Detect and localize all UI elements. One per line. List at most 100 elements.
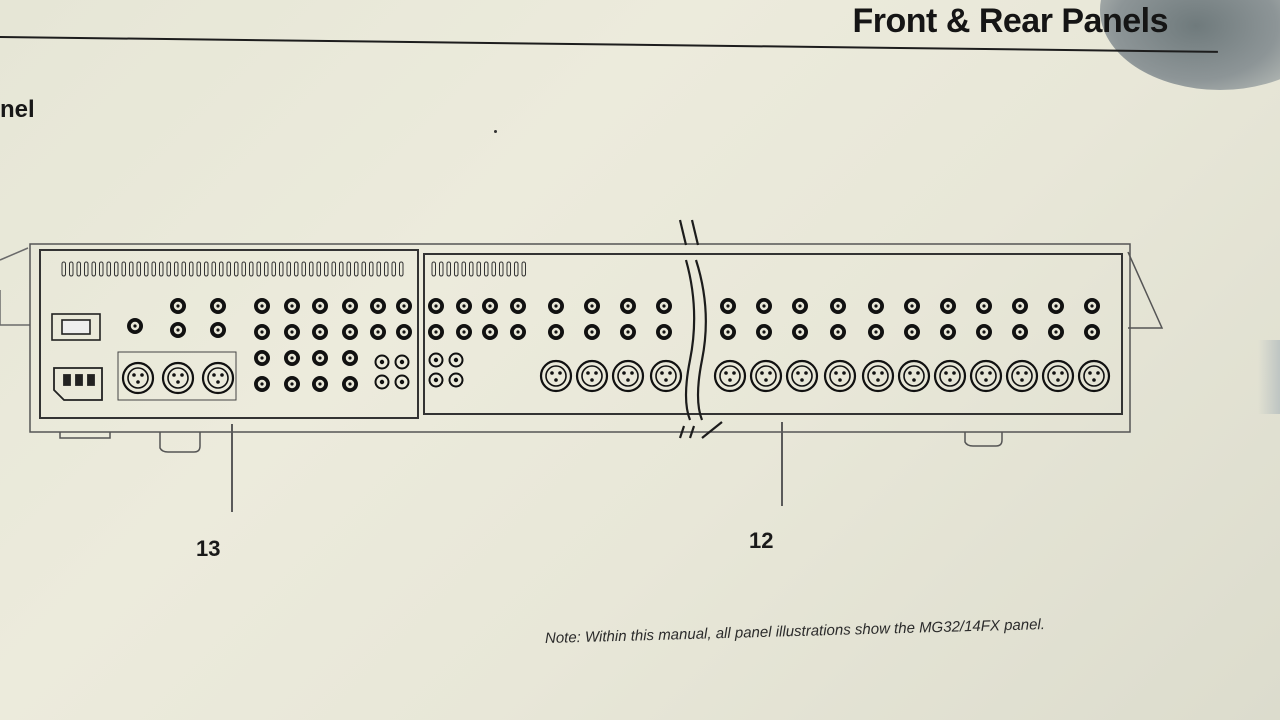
- vent-slot: [399, 261, 404, 277]
- phone-jack-icon: [510, 298, 526, 314]
- phone-jack-icon: [396, 298, 412, 314]
- phone-jack-icon: [254, 324, 270, 340]
- phone-jack-icon: [342, 350, 358, 366]
- vent-slot: [136, 261, 141, 277]
- xlr-connector-icon: [1005, 359, 1039, 393]
- phone-jack-icon: [396, 324, 412, 340]
- xlr-connector-icon: [861, 359, 895, 393]
- phone-jack-icon: [170, 322, 186, 338]
- phone-jack-icon: [482, 324, 498, 340]
- phone-jack-icon: [210, 298, 226, 314]
- print-speck: [494, 130, 497, 133]
- phone-jack-icon: [510, 324, 526, 340]
- vent-slot: [286, 261, 291, 277]
- phone-jack-icon: [830, 298, 846, 314]
- xlr-group-frame: [117, 351, 237, 401]
- xlr-connector-icon: [969, 359, 1003, 393]
- phone-jack-icon: [127, 318, 143, 334]
- phone-jack-icon: [940, 298, 956, 314]
- vent-slot: [506, 261, 511, 277]
- vent-slot: [256, 261, 261, 277]
- xlr-connector-icon: [785, 359, 819, 393]
- xlr-connector-icon: [713, 359, 747, 393]
- vent-slot: [226, 261, 231, 277]
- xlr-connector-icon: [575, 359, 609, 393]
- vent-slot: [144, 261, 149, 277]
- phone-jack-icon: [868, 298, 884, 314]
- phone-jack-icon: [904, 298, 920, 314]
- xlr-connector-icon: [1077, 359, 1111, 393]
- phone-jack-icon: [756, 298, 772, 314]
- callout-number-13: 13: [196, 536, 221, 561]
- vent-slot: [309, 261, 314, 277]
- phone-jack-icon: [940, 324, 956, 340]
- vent-slot: [491, 261, 496, 277]
- vent-slot: [271, 261, 276, 277]
- vent-slot: [189, 261, 194, 277]
- vent-slot: [384, 261, 389, 277]
- phone-jack-icon: [1084, 298, 1100, 314]
- phone-jack-icon: [1012, 324, 1028, 340]
- phone-jack-icon: [456, 324, 472, 340]
- phone-jack-icon: [284, 376, 300, 392]
- phone-jack-icon: [1048, 324, 1064, 340]
- xlr-connector-icon: [539, 359, 573, 393]
- vent-slot: [339, 261, 344, 277]
- vent-slot: [159, 261, 164, 277]
- vent-slot: [461, 261, 466, 277]
- vent-slot: [446, 261, 451, 277]
- xlr-connector-icon: [649, 359, 683, 393]
- xlr-connector-icon: [161, 361, 195, 395]
- phone-jack-icon: [548, 298, 564, 314]
- phone-jack-icon: [284, 324, 300, 340]
- vent-slot: [316, 261, 321, 277]
- power-switch-icon: [51, 313, 101, 341]
- xlr-connector-icon: [933, 359, 967, 393]
- page-edge-shadow: [1258, 340, 1280, 414]
- vent-slots: [61, 261, 526, 277]
- vent-slot: [204, 261, 209, 277]
- vent-slot: [76, 261, 81, 277]
- phone-jack-icon: [312, 324, 328, 340]
- phone-jack-icon: [170, 298, 186, 314]
- rca-jack-icon: [448, 372, 464, 388]
- vent-slot: [219, 261, 224, 277]
- phone-jack-icon: [792, 324, 808, 340]
- phone-jack-icon: [620, 298, 636, 314]
- phone-jack-icon: [720, 298, 736, 314]
- vent-slot: [99, 261, 104, 277]
- vent-slot: [129, 261, 134, 277]
- rca-jack-icon: [448, 352, 464, 368]
- vent-slot: [484, 261, 489, 277]
- phone-jack-icon: [1048, 298, 1064, 314]
- phone-jack-icon: [620, 324, 636, 340]
- phone-jack-icon: [254, 298, 270, 314]
- xlr-connector-icon: [823, 359, 857, 393]
- rca-jack-icon: [374, 354, 390, 370]
- vent-slot: [324, 261, 329, 277]
- jack-array: [127, 298, 1100, 392]
- vent-slot: [166, 261, 171, 277]
- vent-slot: [469, 261, 474, 277]
- phone-jack-icon: [312, 350, 328, 366]
- vent-slot: [354, 261, 359, 277]
- phone-jack-icon: [792, 298, 808, 314]
- vent-slot: [439, 261, 444, 277]
- phone-jack-icon: [1012, 298, 1028, 314]
- vent-slot: [294, 261, 299, 277]
- vent-slot: [61, 261, 66, 277]
- rca-jack-icon: [428, 372, 444, 388]
- vent-slot: [301, 261, 306, 277]
- phone-jack-icon: [342, 376, 358, 392]
- vent-slot: [196, 261, 201, 277]
- vent-slot: [264, 261, 269, 277]
- vent-slot: [249, 261, 254, 277]
- rca-jack-icon: [394, 374, 410, 390]
- vent-slot: [181, 261, 186, 277]
- vent-slot: [391, 261, 396, 277]
- vent-slot: [114, 261, 119, 277]
- phone-jack-icon: [370, 324, 386, 340]
- rca-jack-icon: [374, 352, 464, 390]
- phone-jack-icon: [584, 298, 600, 314]
- panel-break-icon: [678, 219, 723, 439]
